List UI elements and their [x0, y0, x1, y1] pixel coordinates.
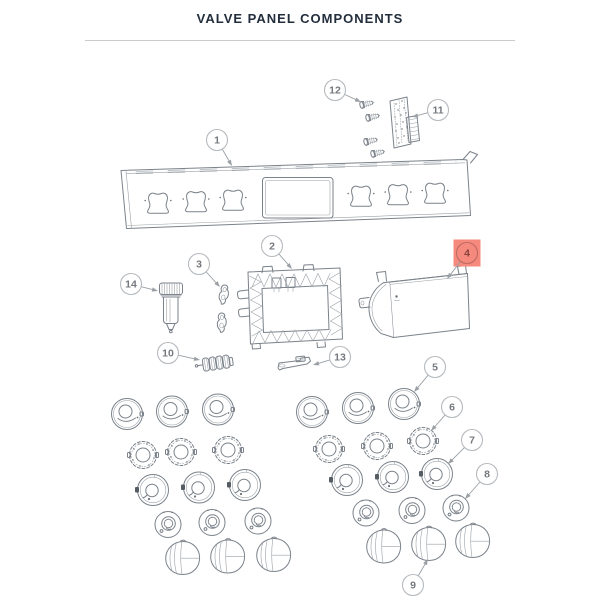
svg-text:1: 1	[214, 135, 220, 147]
svg-text:10: 10	[162, 348, 174, 360]
part-10-terminal-strip	[194, 354, 234, 372]
knob	[455, 522, 491, 559]
knob-skirt-ring	[418, 458, 453, 490]
display-window-cutout	[262, 177, 334, 219]
knob-dial	[154, 511, 182, 538]
knob-skirt-ring	[226, 469, 261, 501]
knob-trim-ring	[212, 436, 244, 464]
knob-skirt-ring	[134, 474, 169, 506]
knob-dial	[398, 497, 426, 524]
knob-bezel	[388, 388, 421, 420]
part-2-display-housing	[236, 264, 344, 350]
callout-9[interactable]: 9	[401, 559, 429, 597]
callout-1[interactable]: 1	[205, 128, 233, 167]
part-3-mounting-clips	[216, 283, 231, 334]
knob	[165, 539, 201, 576]
knob-bezel	[296, 396, 329, 428]
knob-set-left	[111, 393, 292, 576]
knob-bezel	[342, 392, 375, 424]
knob-trim-ring	[127, 441, 159, 469]
svg-text:9: 9	[410, 580, 416, 592]
page-title: VALVE PANEL COMPONENTS	[196, 11, 404, 26]
knob-dial	[244, 507, 272, 535]
knob-skirt-ring	[374, 461, 409, 493]
part-11-control-board	[389, 96, 420, 149]
callout-8[interactable]: 8	[465, 462, 499, 500]
knob	[256, 536, 292, 573]
knob-skirt-ring	[328, 464, 363, 496]
knob-bezel	[156, 395, 189, 428]
callout-7[interactable]: 7	[448, 428, 484, 465]
knob-bezel	[111, 398, 144, 430]
knob-dial	[352, 499, 380, 527]
knob	[366, 528, 402, 564]
knob-dial	[198, 509, 226, 536]
svg-text:14: 14	[125, 279, 137, 291]
svg-text:3: 3	[196, 259, 202, 271]
callout-6[interactable]: 6	[431, 395, 464, 432]
callout-4[interactable]: 4	[447, 239, 481, 280]
callout-5[interactable]: 5	[414, 355, 447, 393]
svg-text:2: 2	[269, 241, 275, 253]
svg-text:5: 5	[432, 362, 438, 374]
svg-text:8: 8	[484, 469, 490, 481]
svg-text:11: 11	[432, 105, 443, 117]
callout-14[interactable]: 14	[119, 272, 159, 296]
knob-trim-ring	[361, 432, 393, 460]
callout-11[interactable]: 11	[412, 98, 450, 122]
svg-text:12: 12	[329, 85, 341, 97]
knob-trim-ring	[165, 438, 197, 466]
svg-text:13: 13	[334, 352, 346, 364]
callout-12[interactable]: 12	[323, 78, 362, 103]
knob	[411, 525, 447, 562]
callout-2[interactable]: 2	[260, 234, 293, 270]
callout-highlight	[453, 239, 481, 267]
part-12-screws	[358, 98, 386, 159]
part-14-cylinder-component	[159, 282, 183, 334]
knob-trim-ring	[313, 435, 345, 463]
callout-10[interactable]: 10	[156, 341, 201, 365]
knob-skirt-ring	[180, 471, 215, 504]
title-divider	[85, 40, 515, 41]
knob	[210, 538, 246, 574]
svg-text:7: 7	[469, 435, 475, 447]
knob-bezel	[202, 393, 235, 426]
callout-13[interactable]: 13	[313, 345, 352, 369]
svg-text:4: 4	[464, 248, 470, 260]
board-components	[393, 98, 409, 147]
svg-text:6: 6	[449, 402, 455, 414]
callout-3[interactable]: 3	[187, 252, 221, 288]
part-13-bracket	[277, 355, 311, 371]
part-1-control-panel	[120, 151, 478, 229]
part-4-control-box	[358, 265, 470, 338]
knob-trim-ring	[407, 427, 439, 455]
knob-set-right	[296, 388, 491, 564]
